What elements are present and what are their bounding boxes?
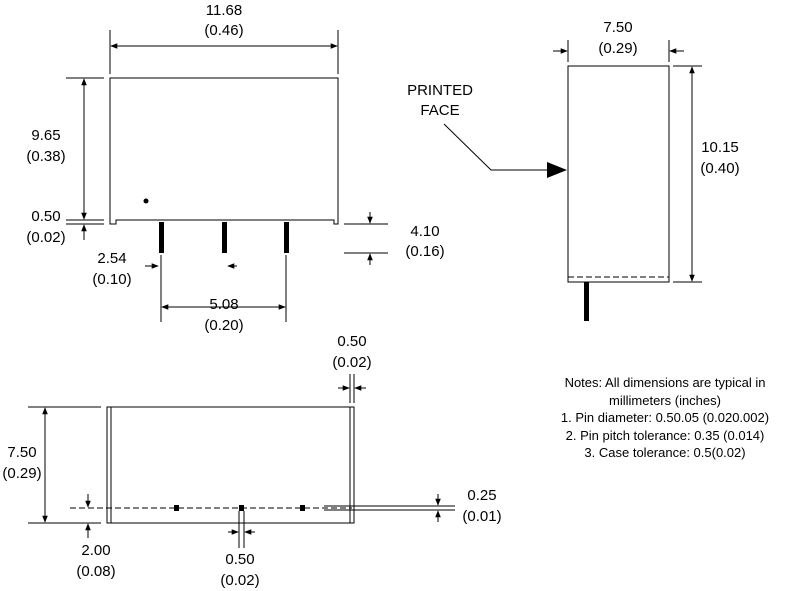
note-item-2: 2. Pin pitch tolerance: 0.35 (0.014): [565, 427, 765, 443]
printed-face-label-line2: FACE: [420, 102, 459, 119]
bottom-view: [28, 374, 455, 548]
front-pin-1: [159, 222, 164, 253]
side-view: [443, 40, 702, 321]
pin-dia-mm-label: 0.50: [225, 551, 254, 568]
pin-length-in-label: (0.16): [405, 243, 444, 260]
bottom-view-body: [106, 406, 355, 524]
front-pin-2: [222, 222, 227, 253]
wall-mm-label: 0.50: [337, 333, 366, 350]
front-view-body: [109, 77, 339, 225]
notes-title-line2: millimeters (inches): [609, 392, 721, 408]
notes-title-line1: Notes: All dimensions are typical in: [564, 375, 766, 390]
side-view-body: [567, 65, 670, 283]
note-item-3: 3. Case tolerance: 0.5(0.02): [584, 445, 746, 460]
pin-offset-mm-label: 2.54: [97, 250, 126, 267]
wall-in-label: (0.02): [332, 354, 371, 371]
side-pin: [584, 282, 589, 321]
side-width-in-label: (0.29): [598, 40, 637, 57]
height-mm-label: 9.65: [31, 127, 60, 144]
printed-face-label-line1: PRINTED: [407, 82, 473, 99]
bottom-height-in-label: (0.29): [2, 465, 41, 482]
pin-length-mm-label: 4.10: [410, 223, 439, 240]
lead-mm-label: 0.25: [467, 487, 496, 504]
pin-spacing-in-label: (0.20): [204, 317, 243, 334]
pin1-marker-dot: [143, 198, 149, 204]
bottom-pin-1: [174, 505, 179, 511]
pin-row-in-label: (0.08): [76, 563, 115, 580]
bottom-pin-3: [300, 505, 305, 511]
notes-block: Notes: All dimensions are typical in mil…: [560, 374, 770, 462]
width-mm-label: 11.68: [206, 2, 242, 19]
pin-spacing-mm-label: 5.08: [209, 296, 238, 313]
pin-offset-in-label: (0.10): [92, 271, 131, 288]
front-pin-3: [284, 222, 289, 253]
pin-dia-in-label: (0.02): [220, 572, 259, 589]
lead-in-label: (0.01): [462, 508, 501, 525]
note-item-1: 1. Pin diameter: 0.50.05 (0.020.002): [560, 410, 770, 425]
pin-row-mm-label: 2.00: [81, 542, 110, 559]
printed-face-leader: [443, 123, 567, 178]
height-in-label: (0.38): [26, 148, 65, 165]
side-height-in-label: (0.40): [700, 160, 739, 177]
standoff-in-label: (0.02): [26, 229, 65, 246]
side-height-mm-label: 10.15: [701, 139, 739, 156]
side-width-mm-label: 7.50: [603, 19, 632, 36]
width-in-label: (0.46): [204, 22, 243, 39]
bottom-height-mm-label: 7.50: [7, 444, 36, 461]
front-view: [66, 30, 388, 322]
bottom-pin-2: [239, 505, 244, 511]
standoff-mm-label: 0.50: [31, 208, 60, 225]
